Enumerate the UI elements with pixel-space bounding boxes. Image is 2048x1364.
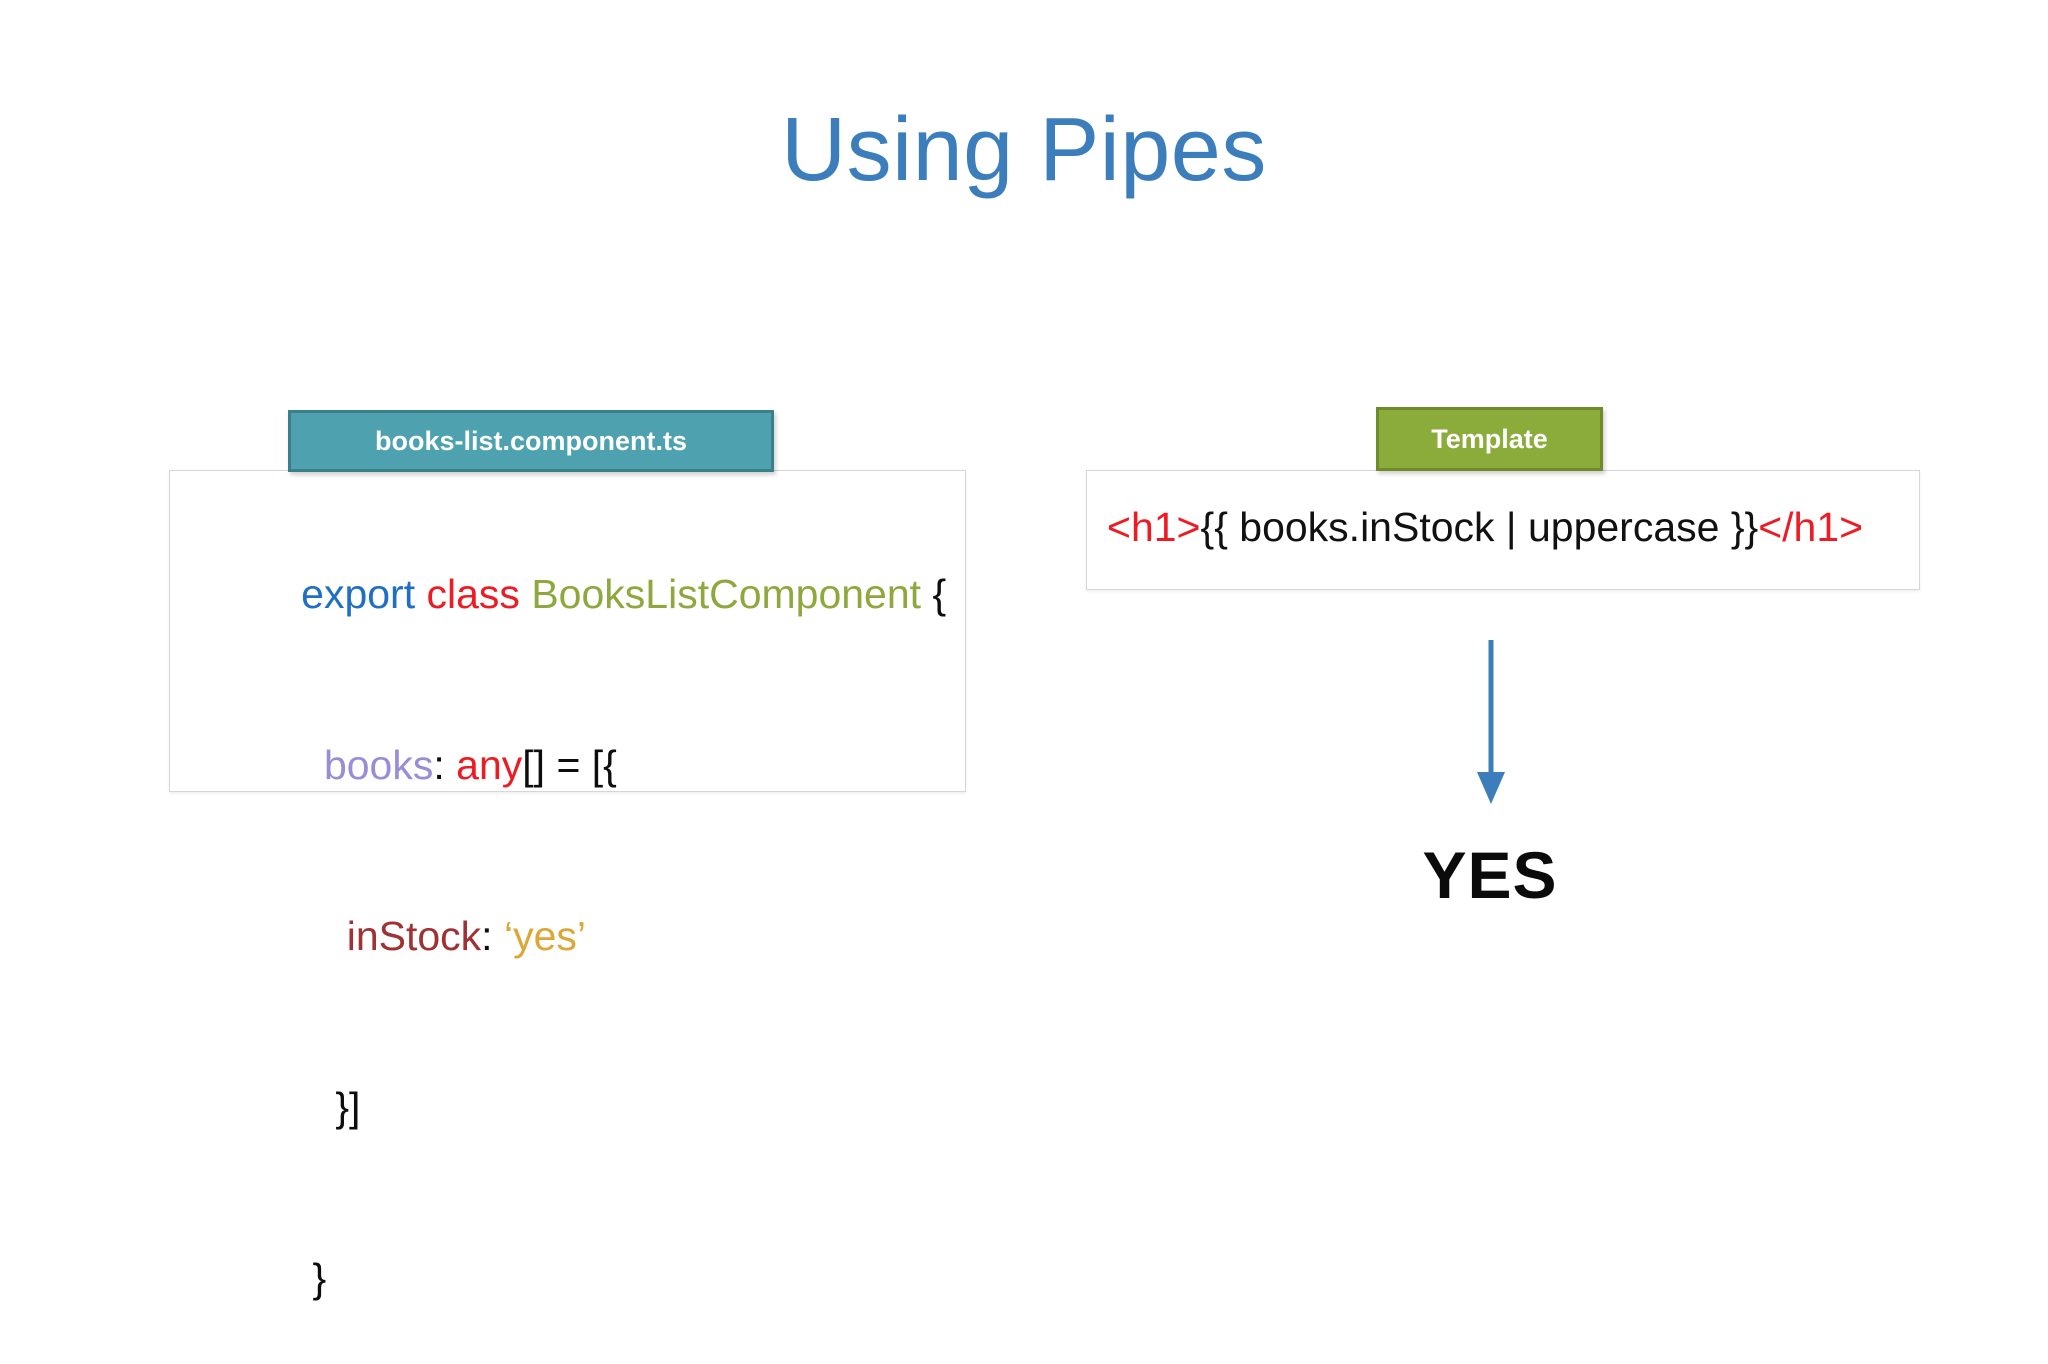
token-array-assign: [] = [{ — [522, 742, 617, 788]
token-indent — [301, 742, 324, 788]
token-export: export — [301, 571, 416, 617]
page-title: Using Pipes — [781, 100, 1267, 200]
code-line: export class BooksListComponent { — [210, 509, 946, 680]
token-yes-string: ‘yes’ — [503, 913, 586, 959]
token-books-property: books — [323, 742, 434, 788]
component-code-box: export class BooksListComponent { books:… — [169, 470, 966, 1301]
token-class-name: BooksListComponent — [531, 571, 922, 617]
token-brace-open: { — [921, 571, 947, 617]
token-open-tag: <h1> — [1107, 504, 1201, 550]
template-tab-label: Template — [1431, 423, 1548, 454]
token-space — [520, 571, 531, 617]
token-close-brace: } — [301, 1255, 327, 1301]
token-colon: : — [481, 913, 504, 959]
token-interpolation: {{ books.inStock | uppercase }} — [1200, 504, 1759, 550]
code-line: inStock: ‘yes’ — [210, 851, 946, 1022]
arrow-down-icon — [1477, 640, 1505, 804]
template-tab: Template — [1376, 407, 1603, 471]
code-line: books: any[] = [{ — [210, 680, 946, 851]
token-close-tag: </h1> — [1758, 504, 1864, 550]
component-file-tab: books-list.component.ts — [288, 410, 774, 472]
token-instock-key: inStock — [346, 913, 482, 959]
code-line: }] — [210, 1022, 946, 1193]
template-code-listing: <h1>{{ books.inStock | uppercase }}</h1> — [1107, 499, 1863, 556]
token-any-type: any — [456, 742, 523, 788]
code-line: } — [210, 1193, 946, 1364]
rendered-output-text: YES — [1422, 838, 1558, 912]
token-class: class — [426, 571, 520, 617]
token-indent — [301, 913, 347, 959]
component-code-listing: export class BooksListComponent { books:… — [210, 509, 946, 1364]
token-close-brace-bracket: }] — [301, 1084, 361, 1130]
component-file-tab-label: books-list.component.ts — [374, 425, 688, 456]
token-space — [415, 571, 426, 617]
token-colon: : — [433, 742, 457, 788]
template-code-box: <h1>{{ books.inStock | uppercase }}</h1> — [1086, 470, 1920, 590]
